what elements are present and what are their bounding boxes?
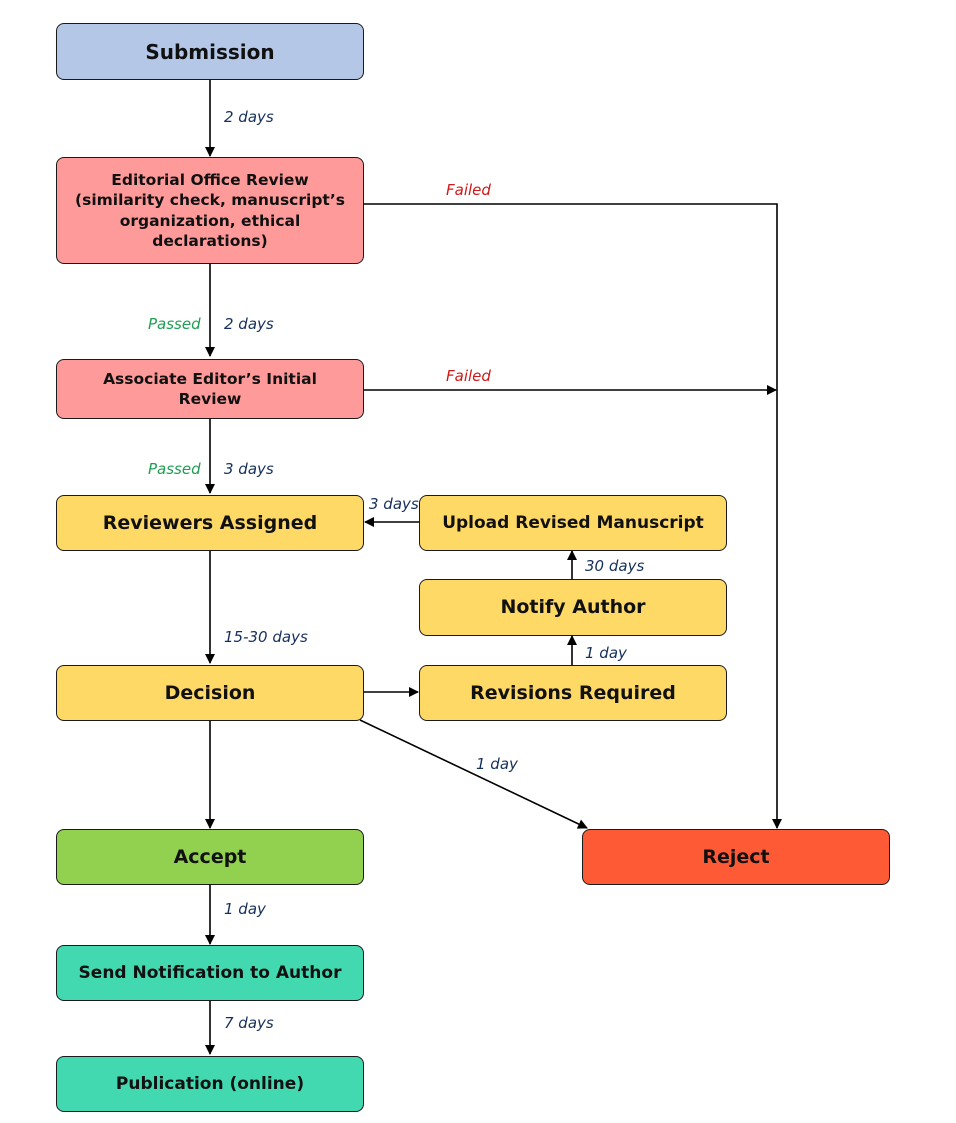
node-submission-label: Submission bbox=[145, 39, 275, 64]
label-revisions-to-notify: 1 day bbox=[585, 644, 627, 662]
node-decision: Decision bbox=[56, 665, 364, 721]
node-publication-label: Publication (online) bbox=[115, 1073, 305, 1094]
label-eor-failed: Failed bbox=[446, 181, 491, 199]
node-accept-label: Accept bbox=[173, 845, 247, 868]
node-editorial-office-review: Editorial Office Review (similarity chec… bbox=[56, 157, 364, 264]
node-reviewers-assigned-label: Reviewers Assigned bbox=[102, 511, 318, 534]
label-reviewers-to-decision: 15-30 days bbox=[224, 628, 308, 646]
node-upload-revised-manuscript: Upload Revised Manuscript bbox=[419, 495, 727, 551]
node-accept: Accept bbox=[56, 829, 364, 885]
label-eor-to-aer: 2 days bbox=[224, 315, 274, 333]
edge-decision-to-reject bbox=[359, 719, 588, 829]
node-reject-label: Reject bbox=[702, 845, 770, 868]
node-decision-label: Decision bbox=[164, 681, 256, 704]
node-send-notification-label: Send Notification to Author bbox=[78, 962, 342, 983]
edge-editorial-review-failed-to-reject bbox=[364, 203, 782, 829]
node-reject: Reject bbox=[582, 829, 890, 885]
node-send-notification: Send Notification to Author bbox=[56, 945, 364, 1001]
node-editorial-office-review-label: Editorial Office Review (similarity chec… bbox=[75, 171, 345, 250]
node-reviewers-assigned: Reviewers Assigned bbox=[56, 495, 364, 551]
node-revisions-required-label: Revisions Required bbox=[470, 681, 676, 704]
label-aer-passed: Passed bbox=[148, 460, 201, 478]
label-decision-to-reject: 1 day bbox=[476, 755, 518, 773]
node-notify-author: Notify Author bbox=[419, 579, 727, 636]
label-send-to-publication: 7 days bbox=[224, 1014, 274, 1032]
node-associate-editor-review: Associate Editor’s Initial Review bbox=[56, 359, 364, 419]
label-notify-to-upload: 30 days bbox=[585, 557, 645, 575]
node-associate-editor-review-label: Associate Editor’s Initial Review bbox=[103, 369, 317, 408]
label-submission-to-eor: 2 days bbox=[224, 108, 274, 126]
node-upload-revised-manuscript-label: Upload Revised Manuscript bbox=[442, 512, 704, 533]
label-eor-passed: Passed bbox=[148, 315, 201, 333]
node-revisions-required: Revisions Required bbox=[419, 665, 727, 721]
label-aer-to-reviewers: 3 days bbox=[224, 460, 274, 478]
node-notify-author-label: Notify Author bbox=[500, 596, 646, 619]
label-accept-to-send: 1 day bbox=[224, 900, 266, 918]
node-publication: Publication (online) bbox=[56, 1056, 364, 1112]
node-submission: Submission bbox=[56, 23, 364, 80]
label-upload-to-reviewers: 3 days bbox=[369, 495, 419, 513]
label-aer-failed: Failed bbox=[446, 367, 491, 385]
